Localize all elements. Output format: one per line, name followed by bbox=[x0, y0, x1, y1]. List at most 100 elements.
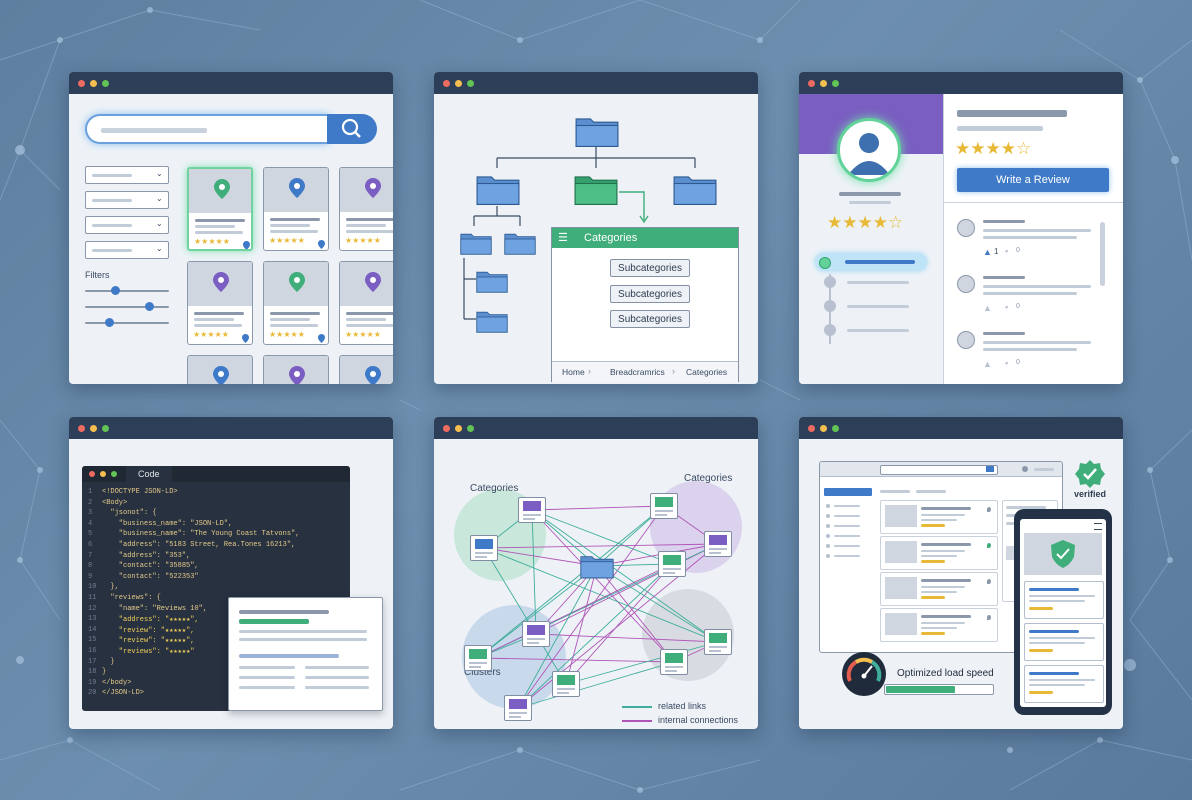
result-item[interactable] bbox=[880, 500, 998, 534]
maximize-dot[interactable] bbox=[111, 471, 117, 477]
mobile-result-item[interactable] bbox=[1024, 665, 1104, 703]
comment-icon[interactable]: ▪ bbox=[1005, 302, 1009, 312]
thumbs-up-icon[interactable]: ▲ bbox=[983, 247, 992, 257]
filter-dropdown[interactable]: ⌄ bbox=[85, 241, 169, 259]
sidebar-item[interactable] bbox=[826, 514, 830, 518]
maximize-dot[interactable] bbox=[832, 425, 839, 432]
line-number: 15 bbox=[88, 636, 97, 645]
sidebar-item[interactable] bbox=[826, 544, 830, 548]
nav-dot[interactable] bbox=[824, 300, 836, 312]
maximize-dot[interactable] bbox=[467, 425, 474, 432]
nav-dot[interactable] bbox=[824, 324, 836, 336]
rating-dots bbox=[921, 632, 945, 635]
active-nav-item[interactable] bbox=[815, 253, 927, 271]
folder-icon[interactable] bbox=[673, 172, 717, 206]
filter-dropdown[interactable]: ⌄ bbox=[85, 216, 169, 234]
maximize-dot[interactable] bbox=[467, 80, 474, 87]
listing-card[interactable] bbox=[187, 355, 253, 384]
subcategory-item[interactable]: Subcategories bbox=[610, 259, 690, 277]
line-number: 13 bbox=[88, 615, 97, 624]
sidebar-item[interactable] bbox=[826, 534, 830, 538]
listing-card[interactable]: ★★★★★ bbox=[263, 261, 329, 345]
minimize-dot[interactable] bbox=[455, 425, 462, 432]
comment-icon[interactable]: ▪ bbox=[1005, 358, 1009, 368]
page-node[interactable] bbox=[660, 649, 688, 675]
folder-icon[interactable] bbox=[476, 172, 520, 206]
folder-icon[interactable] bbox=[460, 230, 492, 256]
close-dot[interactable] bbox=[443, 425, 450, 432]
sidebar-item[interactable] bbox=[826, 504, 830, 508]
sidebar-item[interactable] bbox=[826, 524, 830, 528]
listing-card[interactable]: ★★★★★ bbox=[339, 261, 393, 345]
page-node[interactable] bbox=[552, 671, 580, 697]
sidebar-item[interactable] bbox=[826, 554, 830, 558]
page-node[interactable] bbox=[464, 645, 492, 671]
folder-icon-active[interactable] bbox=[574, 172, 618, 206]
minimize-dot[interactable] bbox=[820, 80, 827, 87]
result-item[interactable] bbox=[880, 572, 998, 606]
scrollbar[interactable] bbox=[1100, 222, 1105, 286]
result-item[interactable] bbox=[880, 608, 998, 642]
maximize-dot[interactable] bbox=[102, 80, 109, 87]
page-node[interactable] bbox=[518, 497, 546, 523]
breadcrumb-home[interactable]: Home bbox=[562, 367, 585, 377]
maximize-dot[interactable] bbox=[102, 425, 109, 432]
mobile-result-item[interactable] bbox=[1024, 581, 1104, 619]
location-icon bbox=[987, 615, 991, 620]
categories-header[interactable]: ☰ Categories bbox=[552, 228, 738, 248]
filter-slider[interactable] bbox=[85, 318, 169, 328]
close-dot[interactable] bbox=[89, 471, 95, 477]
search-button[interactable] bbox=[327, 114, 377, 144]
close-dot[interactable] bbox=[78, 425, 85, 432]
page-node[interactable] bbox=[650, 493, 678, 519]
address-bar[interactable] bbox=[880, 465, 998, 475]
filter-dropdown[interactable]: ⌄ bbox=[85, 166, 169, 184]
close-dot[interactable] bbox=[443, 80, 450, 87]
folder-icon[interactable] bbox=[580, 553, 614, 579]
minimize-dot[interactable] bbox=[90, 425, 97, 432]
menu-icon[interactable] bbox=[1094, 523, 1102, 530]
page-node[interactable] bbox=[704, 531, 732, 557]
location-icon bbox=[318, 236, 325, 250]
close-dot[interactable] bbox=[808, 80, 815, 87]
breadcrumb-current[interactable]: Categories bbox=[686, 367, 728, 377]
minimize-dot[interactable] bbox=[455, 80, 462, 87]
listing-card[interactable] bbox=[263, 355, 329, 384]
folder-icon[interactable] bbox=[504, 230, 536, 256]
write-review-button[interactable]: Write a Review bbox=[957, 168, 1109, 192]
page-node[interactable] bbox=[522, 621, 550, 647]
listing-card[interactable]: ★★★★★ bbox=[339, 167, 393, 251]
close-dot[interactable] bbox=[78, 80, 85, 87]
listing-card[interactable]: ★★★★★ bbox=[263, 167, 329, 251]
minimize-dot[interactable] bbox=[100, 471, 106, 477]
thumbs-up-icon[interactable]: ▲ bbox=[983, 359, 992, 369]
result-item[interactable] bbox=[880, 536, 998, 570]
listing-card[interactable]: ★★★★★ bbox=[187, 261, 253, 345]
thumbs-up-icon[interactable]: ▲ bbox=[983, 303, 992, 313]
page-node[interactable] bbox=[504, 695, 532, 721]
like-count: 1 bbox=[994, 247, 999, 256]
tab-code[interactable]: Code bbox=[126, 466, 172, 482]
mobile-result-item[interactable] bbox=[1024, 623, 1104, 661]
subcategory-item[interactable]: Subcategories bbox=[610, 310, 690, 328]
folder-icon[interactable] bbox=[476, 268, 508, 294]
listing-card[interactable] bbox=[339, 355, 393, 384]
minimize-dot[interactable] bbox=[90, 80, 97, 87]
comment-icon[interactable]: ▪ bbox=[1005, 246, 1009, 256]
listing-card[interactable]: ★★★★★ bbox=[187, 167, 253, 251]
search-input[interactable] bbox=[85, 114, 329, 144]
page-node[interactable] bbox=[470, 535, 498, 561]
filter-dropdown[interactable]: ⌄ bbox=[85, 191, 169, 209]
folder-icon[interactable] bbox=[476, 308, 508, 334]
folder-icon[interactable] bbox=[575, 114, 619, 148]
minimize-dot[interactable] bbox=[820, 425, 827, 432]
close-dot[interactable] bbox=[808, 425, 815, 432]
breadcrumb-middle[interactable]: Breadcramrics bbox=[610, 367, 665, 377]
page-node[interactable] bbox=[658, 551, 686, 577]
filter-slider[interactable] bbox=[85, 302, 169, 312]
maximize-dot[interactable] bbox=[832, 80, 839, 87]
subcategory-item[interactable]: Subcategories bbox=[610, 285, 690, 303]
filter-slider[interactable] bbox=[85, 286, 169, 296]
page-node[interactable] bbox=[704, 629, 732, 655]
nav-dot[interactable] bbox=[824, 276, 836, 288]
